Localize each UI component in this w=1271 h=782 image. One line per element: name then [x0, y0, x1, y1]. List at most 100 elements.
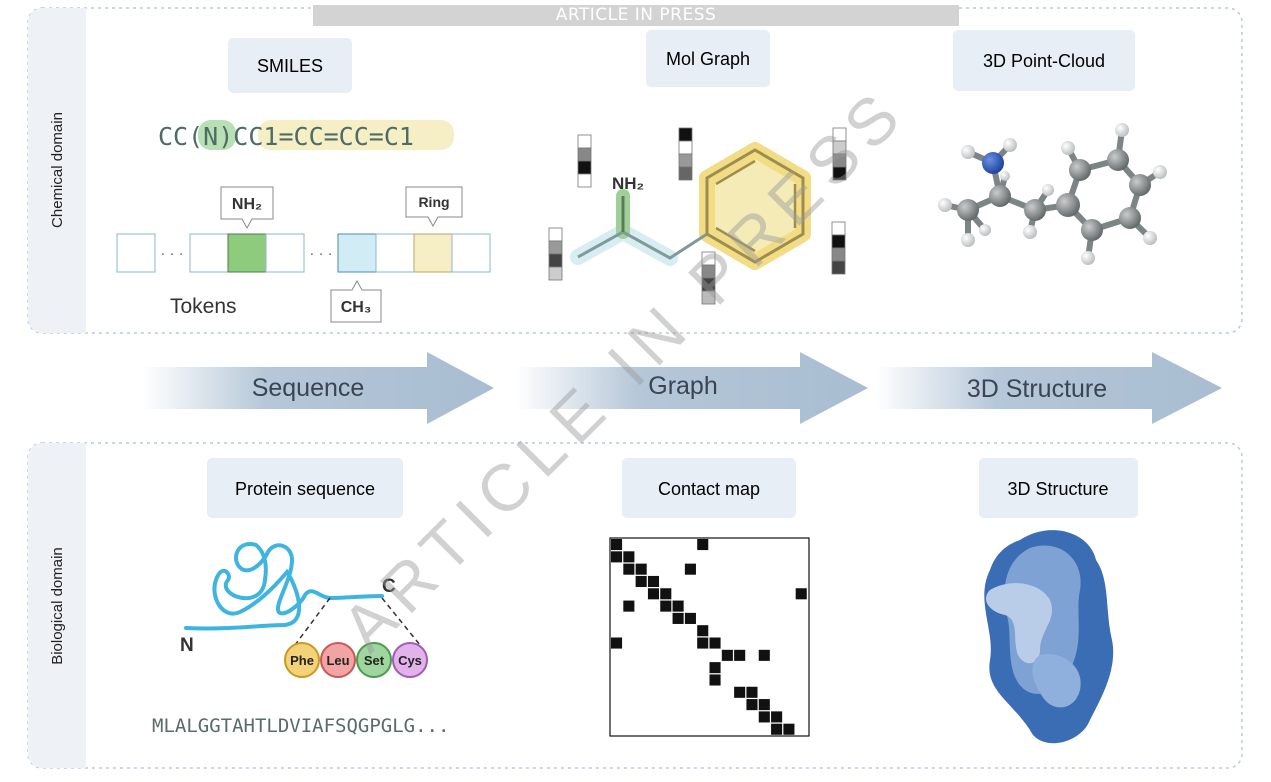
- contact-cell: [771, 723, 783, 735]
- feature-vector-cell: [548, 253, 563, 268]
- feature-vector-cell: [577, 134, 592, 149]
- mol-graph: [570, 142, 811, 270]
- contact-cell: [684, 612, 696, 624]
- terminus-c: C: [382, 576, 396, 597]
- smiles-ring: C1=CC=CC=C1: [248, 122, 414, 151]
- contact-cell: [697, 637, 709, 649]
- residue-beads: Phe Leu Set Cys: [284, 642, 428, 678]
- amine-highlight: [198, 120, 236, 150]
- article-in-press-banner: ARTICLE IN PRESS: [313, 5, 959, 26]
- feature-vector-cell: [577, 160, 592, 175]
- contact-cell: [611, 551, 623, 563]
- contact-cell: [635, 575, 647, 588]
- token-cell-nh2: [227, 233, 267, 273]
- residue-label: Cys: [398, 653, 422, 668]
- structure-title-box: [979, 458, 1138, 518]
- chain-bonds: [577, 230, 708, 260]
- contact-cell: [746, 699, 758, 711]
- residue-bead: [284, 642, 320, 678]
- contact-cell: [758, 699, 770, 711]
- arrow-structure: [875, 352, 1222, 424]
- point-cloud-molecule: [938, 123, 1167, 265]
- ch3-callout: [330, 279, 382, 323]
- token-cell: [265, 233, 305, 273]
- contact-cell: [611, 637, 623, 649]
- molgraph-title-box: [646, 30, 770, 87]
- contact-cell: [660, 588, 672, 600]
- feature-vector-cell: [577, 147, 592, 162]
- terminus-n: N: [180, 635, 194, 656]
- contact-cell: [623, 563, 635, 575]
- arrow-sequence: [143, 352, 494, 424]
- residue-bead: [392, 642, 428, 678]
- token-cell: [116, 233, 156, 273]
- residue-label: Phe: [290, 653, 314, 668]
- residue-bead: [356, 642, 392, 678]
- nh2-callout-label: NH₂: [232, 196, 262, 213]
- chemical-domain-label: Chemical domain: [49, 112, 66, 228]
- arrow-graph-label: Graph: [648, 372, 717, 400]
- structure-surface-mid: [1032, 654, 1081, 708]
- feature-vector-cell: [701, 290, 716, 305]
- token-cell-ch3: [337, 233, 377, 273]
- arrow-structure-label: 3D Structure: [967, 375, 1107, 403]
- ring-double-bond: [715, 226, 756, 253]
- feature-vector-cell: [678, 166, 693, 181]
- token-cell: [189, 233, 229, 273]
- feature-vector-cell: [832, 166, 847, 181]
- tokens-label: Tokens: [170, 295, 237, 318]
- token-row: [116, 233, 491, 273]
- contact-cell: [771, 711, 783, 723]
- feature-vector-cell: [577, 173, 592, 188]
- contact-cell: [647, 575, 660, 588]
- smiles-title: SMILES: [257, 56, 323, 76]
- feature-vector-cell: [548, 240, 563, 255]
- contact-cell: [611, 539, 623, 551]
- contact-cell: [709, 637, 721, 649]
- smiles-amine: N: [203, 122, 218, 151]
- contact-title-box: [622, 458, 796, 518]
- feature-vector-cell: [678, 127, 693, 142]
- token-cell: [375, 233, 415, 273]
- arrow-graph: [515, 352, 868, 424]
- contact-cell: [660, 600, 672, 612]
- residue-label: Set: [364, 653, 385, 668]
- arrow-sequence-label: Sequence: [252, 374, 365, 402]
- token-ellipsis: · · ·: [160, 245, 183, 262]
- chemical-side-bar: [28, 8, 86, 333]
- contact-cell: [635, 563, 647, 575]
- feature-vector-cell: [831, 260, 846, 275]
- molgraph-nh2-label: NH₂: [612, 174, 644, 193]
- contact-cell: [647, 588, 660, 600]
- biological-domain-label: Biological domain: [49, 547, 66, 665]
- ring-double-bond: [715, 159, 756, 186]
- residue-label: Leu: [326, 653, 349, 668]
- contact-cell: [623, 551, 635, 563]
- contact-cell: [684, 563, 696, 575]
- smiles-open-paren: (: [188, 122, 203, 151]
- token-ellipsis: · · ·: [309, 245, 332, 262]
- contact-cell: [672, 600, 684, 612]
- contact-cell: [734, 686, 746, 698]
- protein-title: Protein sequence: [235, 479, 375, 499]
- feature-vector-cell: [831, 221, 846, 236]
- contact-cell: [795, 588, 807, 600]
- smiles-string: CC(N)CC1=CC=CC=C1: [158, 122, 414, 151]
- contact-cell: [758, 649, 770, 661]
- zoom-line-left: [294, 597, 331, 646]
- feature-vector-cell: [678, 140, 693, 155]
- feature-vector-cell: [831, 247, 846, 262]
- contact-cell: [709, 662, 721, 674]
- contact-cell: [697, 539, 709, 551]
- ring-highlight: [258, 120, 454, 150]
- contact-cell: [758, 711, 770, 723]
- protein-structure: [984, 530, 1114, 744]
- smiles-prefix: CC: [158, 122, 188, 151]
- molgraph-title: Mol Graph: [666, 49, 750, 69]
- contact-cell: [721, 649, 733, 661]
- contact-cell: [709, 674, 721, 686]
- nh2-callout: [220, 186, 274, 230]
- ring-bonds: [705, 148, 805, 264]
- residue-bead: [320, 642, 356, 678]
- contact-cell: [734, 649, 746, 661]
